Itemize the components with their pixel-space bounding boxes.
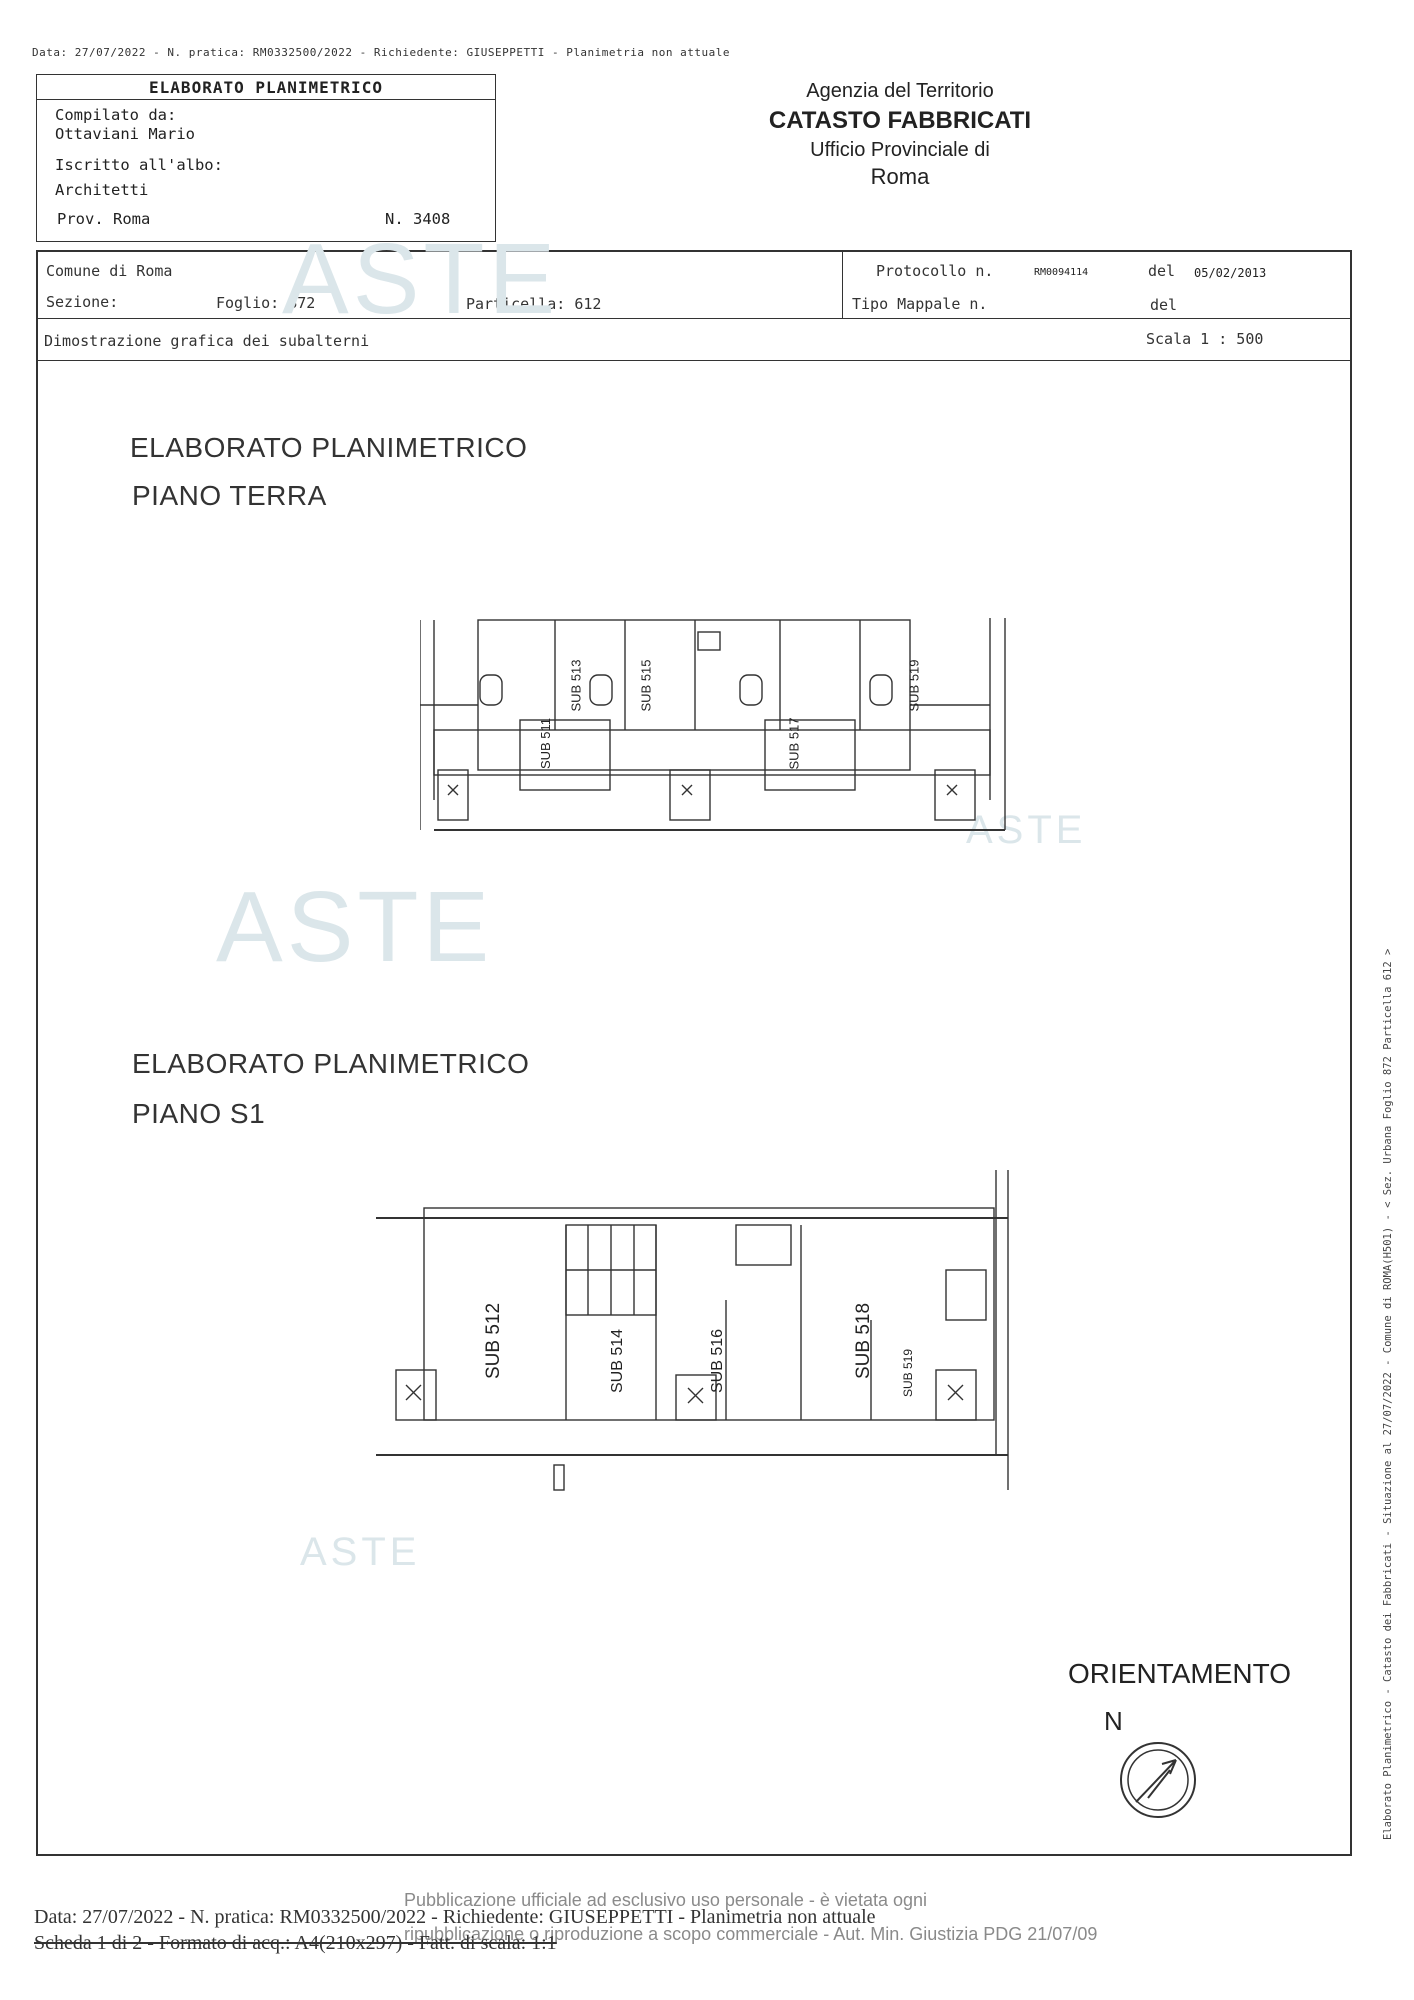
vertical-situazione-text: Elaborato Planimetrico - Catasto dei Fab… [1382,948,1394,1840]
piano-s1-plan: SUB 512 SUB 514 SUB 516 SUB 518 SUB 519 [376,1170,1026,1500]
dimostrazione-separator [36,360,1350,361]
iscritto-label: Iscritto all'albo: [55,156,223,174]
del-value: 05/02/2013 [1194,266,1267,280]
s1-sub-label: SUB 512 [483,1302,505,1380]
agency-name: Agenzia del Territorio [806,80,994,102]
s1-sub-label: SUB 519 [901,1348,916,1398]
watermark-2: ASTE [216,871,494,983]
dimostrazione: Dimostrazione grafica dei subalterni [44,332,370,350]
terra-sub-label: SUB 517 [786,717,802,770]
compilato-label: Compilato da: [55,106,177,124]
terra-sub-label: SUB 515 [638,659,654,712]
scala: Scala 1 : 500 [1146,330,1264,348]
notice-line-1: Pubblicazione ufficiale ad esclusivo uso… [404,1890,927,1910]
s1-sub-label: SUB 518 [853,1302,875,1380]
terra-sub-label: SUB 511 [538,717,554,770]
s1-sub-label: SUB 514 [609,1328,627,1394]
piano-s1-drawing [376,1170,1009,1491]
compilato-box: ELABORATO PLANIMETRICO Compilato da: Ott… [36,74,496,242]
numero: N. 3408 [385,210,451,228]
main-frame [36,250,1352,1856]
bottom-info-line: Data: 27/07/2022 - N. pratica: RM0332500… [34,1906,876,1928]
notice-line-2: ripubblicazione o riproduzione a scopo c… [404,1924,1098,1944]
terra-sub-label: SUB 519 [906,659,922,712]
terra-sub-label: SUB 513 [568,659,584,712]
info-separator [36,318,1350,319]
piano-terra-drawing [420,618,1006,831]
piano-terra-plan: SUB 511 SUB 513 SUB 515 SUB 517 SUB 519 [420,590,1020,840]
comune: Comune di Roma [46,262,173,280]
sezione-label: Sezione: [46,293,119,311]
ufficio: Ufficio Provinciale di [810,139,990,161]
top-info-line: Data: 27/07/2022 - N. pratica: RM0332500… [32,46,731,59]
foglio: Foglio: 872 [216,294,316,312]
prov: Prov. Roma [57,210,151,228]
particella: Particella: 612 [466,295,602,313]
box-title: ELABORATO PLANIMETRICO [37,75,495,100]
protocollo-label: Protocollo n. [876,262,994,280]
tipo-mappale: Tipo Mappale n. [852,295,988,313]
compilato-name: Ottaviani Mario [55,125,195,143]
protocollo-divider [842,250,843,318]
del-label-2: del [1150,296,1178,314]
agency-block: Agenzia del Territorio CATASTO FABBRICAT… [700,80,1100,190]
scheda-line: Scheda 1 di 2 - Formato di acq.: A4(210x… [34,1932,557,1954]
watermark-3: ASTE [300,1530,421,1574]
compass-icon [1118,1740,1198,1825]
del-label: del [1148,262,1176,280]
protocollo-value: RM0094114 [1034,267,1089,278]
s1-sub-label: SUB 516 [709,1328,727,1394]
citta: Roma [870,164,930,189]
s1-title: ELABORATO PLANIMETRICO [132,1048,530,1079]
watermark-1: ASTE [282,223,560,335]
orientamento-label: ORIENTAMENTO [1068,1658,1291,1689]
s1-subtitle: PIANO S1 [132,1098,266,1129]
terra-subtitle: PIANO TERRA [132,480,327,511]
north-label: N [1104,1706,1123,1736]
catasto-title: CATASTO FABBRICATI [768,107,1032,134]
albo: Architetti [55,181,149,199]
terra-title: ELABORATO PLANIMETRICO [130,432,528,463]
